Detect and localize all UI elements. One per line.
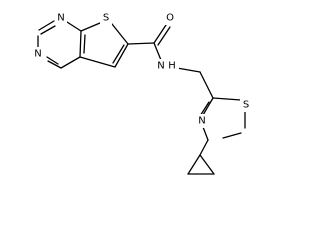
atom-label: O xyxy=(166,13,174,24)
atom-s-thiophene: S xyxy=(100,11,112,25)
atom-n-pyrimidine-top: N xyxy=(55,11,67,25)
atom-label: N xyxy=(34,49,41,60)
atom-o-carbonyl: O xyxy=(164,11,176,25)
thiazole-ring xyxy=(199,71,246,141)
atom-label: H xyxy=(168,61,176,72)
atom-label: N xyxy=(157,61,164,72)
atom-nh-amide: N H xyxy=(155,59,179,73)
atom-label: N xyxy=(57,13,64,24)
atom-n-pyrimidine-left: N xyxy=(32,47,44,61)
structure-diagram: N N S O N H N S xyxy=(32,11,252,175)
cyclopropyl-ring xyxy=(187,139,215,175)
thiophene-ring xyxy=(79,22,129,68)
atom-label: S xyxy=(243,100,249,111)
pyrimidine-ring xyxy=(37,20,86,69)
atom-label: N xyxy=(198,116,205,127)
atom-label: S xyxy=(103,13,109,24)
molecule-canvas: N N S O N H N S xyxy=(32,11,252,175)
atom-s-thiazole: S xyxy=(240,98,252,112)
atom-n-thiazole: N xyxy=(196,114,208,128)
